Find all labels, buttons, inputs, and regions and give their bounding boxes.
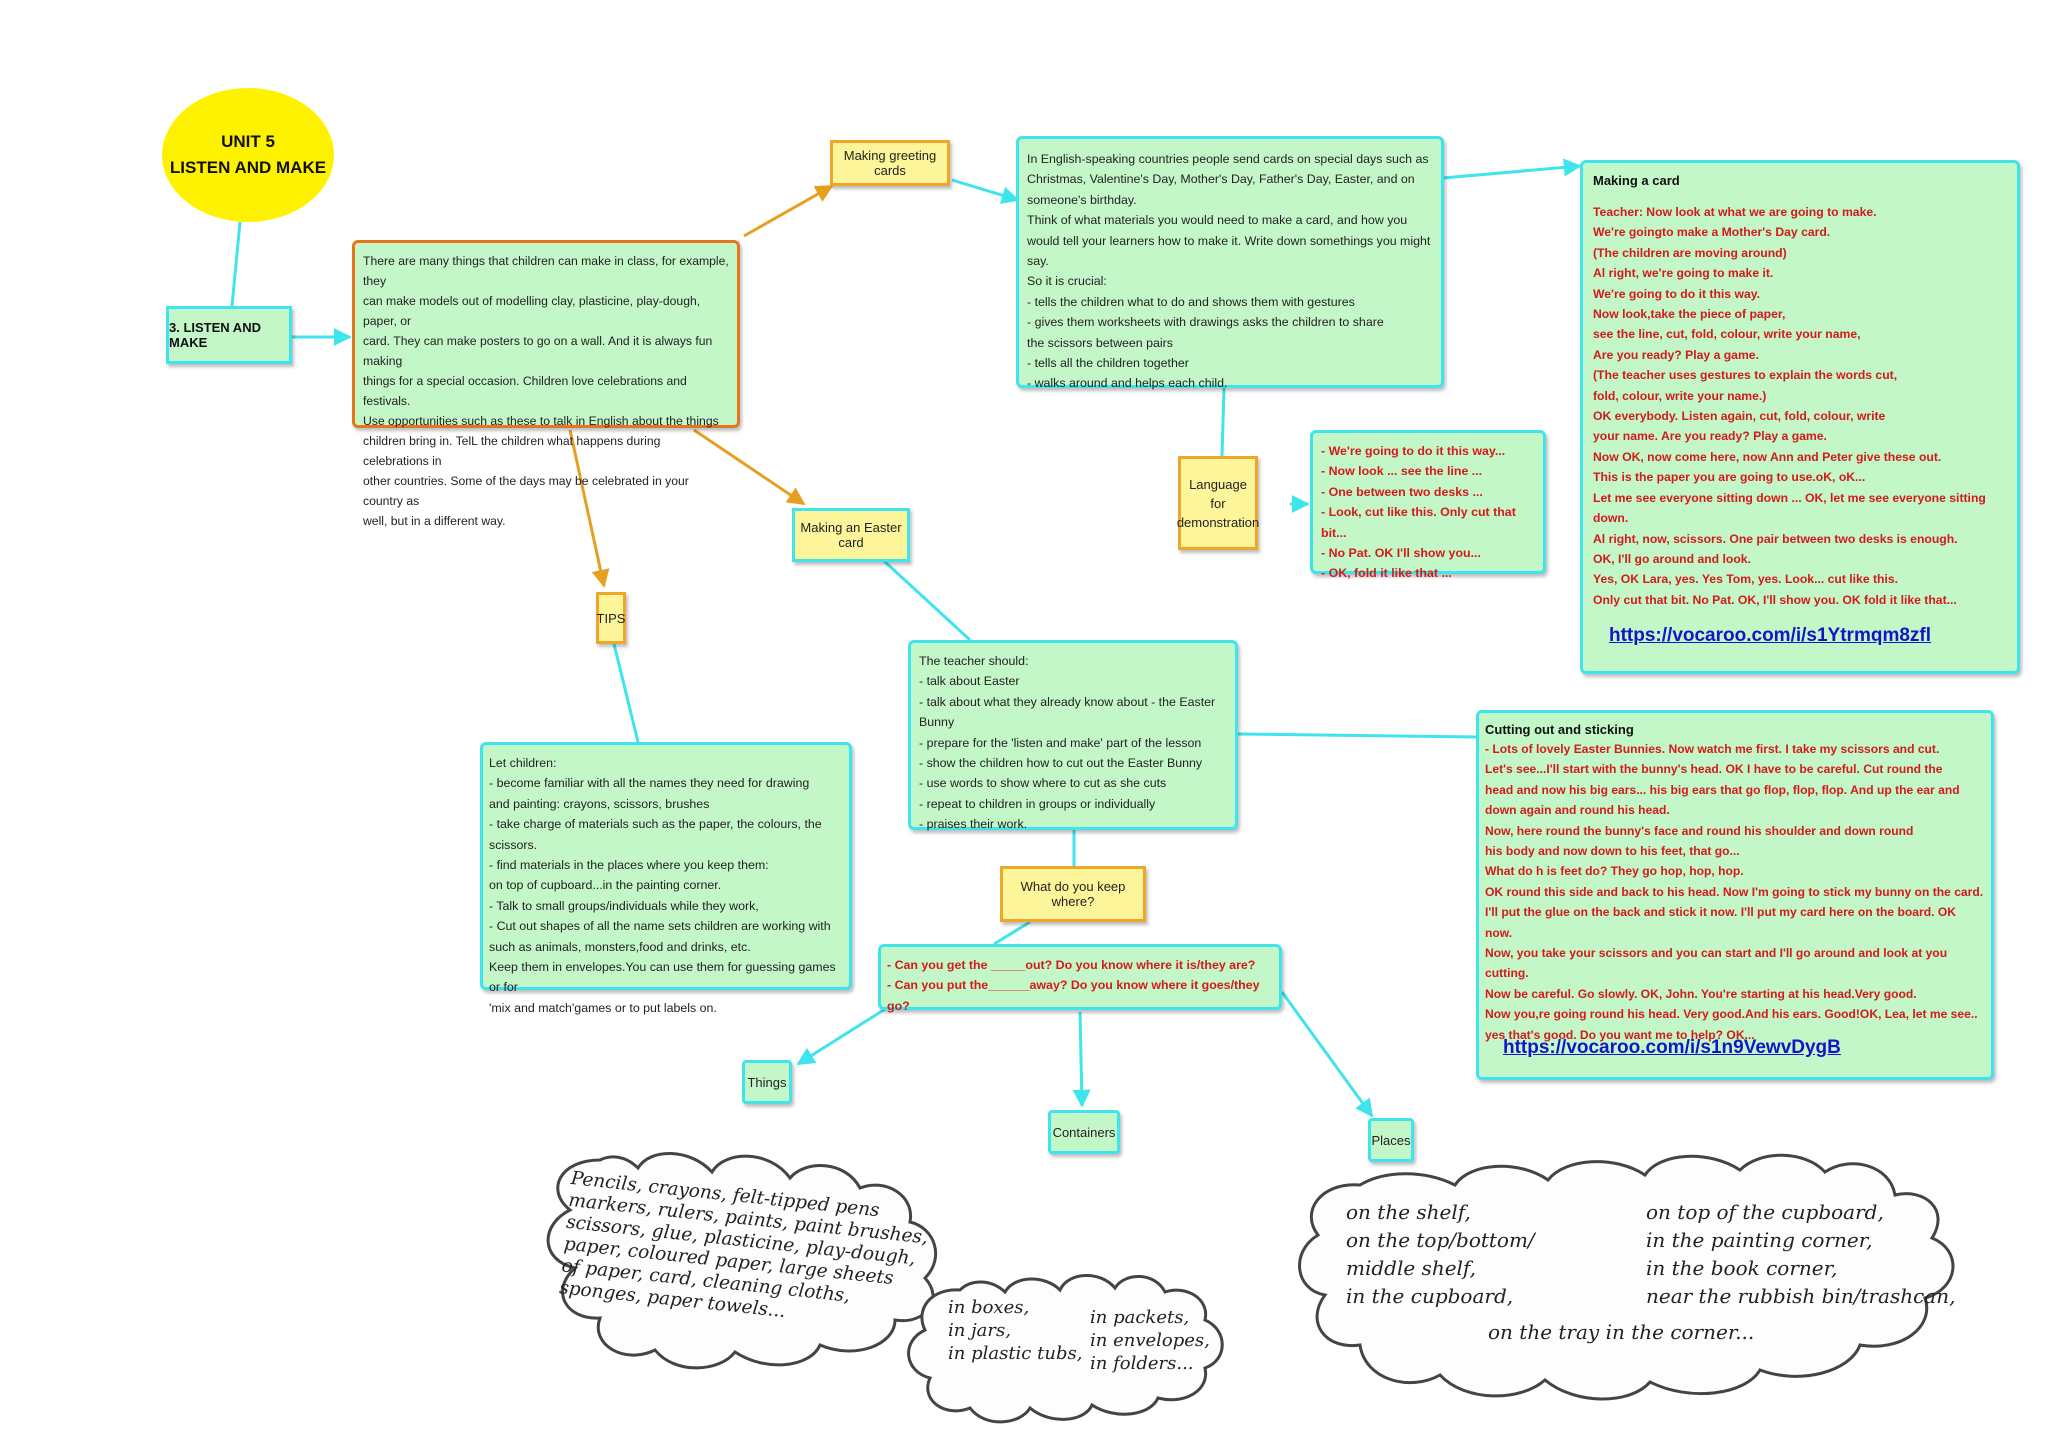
- intro-box: There are many things that children can …: [352, 240, 740, 528]
- link-keep-to-things: [796, 1004, 891, 1066]
- link-intro-to-greeting: [743, 184, 834, 238]
- link-keep-to-containers: [1072, 1011, 1091, 1108]
- link-keep-to-places: [1280, 991, 1374, 1118]
- containers-cloud-right: in packets, in envelopes, in folders...: [1090, 1307, 1210, 1374]
- link-intro-to-tips: [568, 429, 610, 588]
- containers-cloud-shape: [907, 1274, 1224, 1424]
- making-card-box: Making a card Teacher: Now look at what …: [1580, 160, 2020, 674]
- keep-phrases: - Can you get the _____out? Do you know …: [887, 958, 1260, 1013]
- language-label-box: Language for demonstration: [1176, 456, 1260, 550]
- containers-cloud-left: in boxes, in jars, in plastic tubs,: [948, 1297, 1083, 1364]
- places-cloud-right: on top of the cupboard, in the painting …: [1646, 1200, 1956, 1308]
- link-tips-to-text: [612, 643, 640, 743]
- making-card-audio-link[interactable]: https://vocaroo.com/i/s1Ytrmqm8zfl: [1609, 625, 1932, 646]
- teacher-should-box: The teacher should: - talk about Easter …: [908, 640, 1238, 831]
- containers-label: Containers: [1052, 1124, 1116, 1140]
- tips-label: TIPS: [596, 610, 626, 626]
- cutting-audio-link[interactable]: https://vocaroo.com/i/s1n9VewvDygB: [1503, 1037, 1841, 1058]
- section-label-box: 3. LISTEN AND MAKE: [166, 306, 292, 364]
- places-cloud-left: on the shelf, on the top/bottom/ middle …: [1346, 1200, 1535, 1308]
- things-label: Things: [747, 1074, 787, 1090]
- greeting-label-box: Making greeting cards: [830, 140, 950, 186]
- tips-text: Let children: - become familiar with all…: [489, 756, 836, 1015]
- link-keep-to-phrases: [993, 920, 1031, 946]
- keep-label: What do you keep where?: [1020, 879, 1126, 909]
- keep-label-box: What do you keep where?: [1000, 866, 1146, 922]
- places-label-box: Places: [1368, 1118, 1414, 1162]
- language-label: Language for demonstration: [1176, 476, 1260, 530]
- unit-title: UNIT 5 LISTEN AND MAKE: [169, 132, 327, 177]
- link-text-to-making-card: [1442, 158, 1582, 180]
- things-label-box: Things: [742, 1060, 792, 1104]
- places-cloud-shape: [1298, 1153, 1955, 1401]
- cutting-title: Cutting out and sticking: [1485, 722, 1634, 737]
- unit-title-ellipse: UNIT 5 LISTEN AND MAKE: [162, 88, 334, 222]
- teacher-should-text: The teacher should: - talk about Easter …: [919, 654, 1216, 832]
- making-card-text: Teacher: Now look at what we are going t…: [1593, 205, 1986, 607]
- intro-text: There are many things that children can …: [363, 254, 729, 528]
- cutting-box: Cutting out and sticking - Lots of lovel…: [1476, 710, 1994, 1080]
- link-text-to-language: [1220, 387, 1226, 457]
- things-cloud-shape: [546, 1152, 938, 1370]
- easter-label: Making an Easter card: [800, 520, 902, 550]
- link-teacher-to-cutting: [1237, 732, 1479, 739]
- link-easter-to-teacher: [882, 559, 972, 642]
- tips-box: Let children: - become familiar with all…: [480, 742, 852, 1015]
- making-card-title: Making a card: [1593, 173, 1680, 188]
- greeting-box: In English-speaking countries people sen…: [1016, 136, 1444, 390]
- cutting-text: - Lots of lovely Easter Bunnies. Now wat…: [1485, 742, 1984, 1042]
- link-greeting-to-text: [951, 178, 1020, 204]
- places-cloud-bottom: on the tray in the corner...: [1488, 1320, 1755, 1344]
- section-label: 3. LISTEN AND MAKE: [169, 320, 261, 350]
- keep-phrases-box: - Can you get the _____out? Do you know …: [878, 944, 1282, 1013]
- language-phrases: - We're going to do it this way... - Now…: [1321, 444, 1516, 581]
- language-phrases-box: - We're going to do it this way... - Now…: [1310, 430, 1546, 580]
- easter-label-box: Making an Easter card: [792, 508, 910, 562]
- link-intro-to-easter: [693, 428, 806, 506]
- tips-label-box: TIPS: [596, 592, 626, 644]
- greeting-label: Making greeting cards: [843, 148, 937, 178]
- containers-label-box: Containers: [1048, 1110, 1120, 1154]
- places-label: Places: [1371, 1132, 1411, 1148]
- link-unit-to-section: [230, 221, 242, 307]
- greeting-text: In English-speaking countries people sen…: [1027, 152, 1431, 391]
